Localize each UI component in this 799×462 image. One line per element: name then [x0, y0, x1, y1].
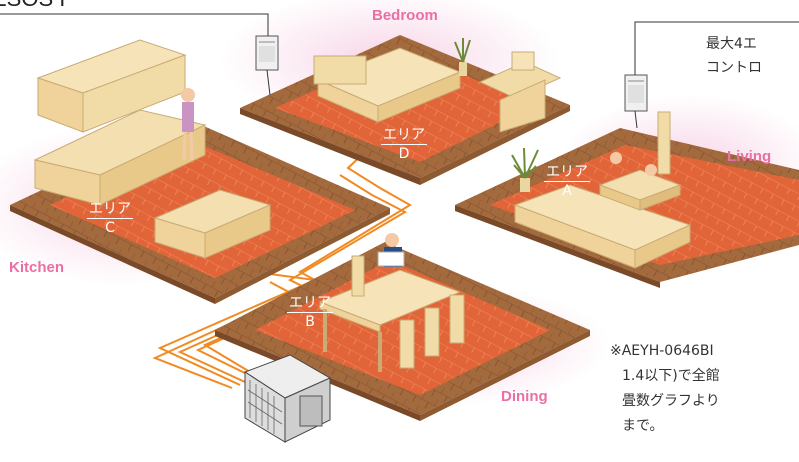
top-left-title-fragment: ESOS I	[0, 0, 65, 12]
upper-cabinets	[36, 39, 187, 133]
footnote-line-3: 畳数グラフより	[622, 393, 720, 409]
area-letter: B	[305, 314, 315, 330]
top-right-note-line-2: コントロ	[706, 60, 762, 76]
footnote-line-2: 1.4以下)で全館	[622, 368, 720, 384]
area-letter: D	[398, 146, 410, 162]
coffee-table	[598, 169, 682, 211]
controller-panel-icon	[255, 35, 279, 71]
child-figure	[645, 164, 657, 176]
controller-panel-icon	[624, 74, 648, 112]
bedroom-plant	[454, 38, 471, 76]
room-label-living: Living	[727, 148, 772, 165]
area-word: エリア	[87, 201, 133, 219]
controller-cable-bedroom	[266, 69, 271, 96]
heat-pump-outdoor-unit-icon	[243, 354, 332, 443]
sofa	[513, 184, 692, 269]
kitchen-counter	[33, 109, 207, 206]
leader-line-right	[634, 21, 799, 75]
area-word: エリア	[544, 164, 590, 182]
woman-figure	[181, 88, 195, 161]
living-plant	[511, 147, 539, 192]
room-label-dining: Dining	[501, 388, 548, 405]
footnote-line-1: ※AEYH-0646BI	[610, 343, 714, 359]
man-figure	[377, 233, 405, 267]
leader-line-left	[0, 13, 269, 36]
area-label-d: エリア D	[381, 126, 427, 163]
dining-chairs	[351, 255, 465, 369]
controller-cable-living	[634, 110, 638, 129]
child-figure	[610, 152, 622, 164]
bedroom-desk	[478, 51, 562, 133]
area-word: エリア	[381, 127, 427, 145]
footnote-line-4: まで。	[622, 418, 664, 434]
area-word: エリア	[287, 295, 333, 313]
room-label-bedroom: Bedroom	[372, 7, 438, 24]
area-letter: C	[105, 220, 115, 236]
room-label-kitchen: Kitchen	[9, 259, 65, 276]
top-right-note-line-1: 最大4エ	[706, 36, 757, 52]
floor-lamp	[657, 111, 671, 175]
area-label-b: エリア B	[287, 294, 333, 331]
kitchen-island	[153, 189, 272, 259]
area-letter: A	[562, 183, 572, 199]
area-label-a: エリア A	[544, 163, 590, 200]
area-label-c: エリア C	[87, 200, 133, 237]
